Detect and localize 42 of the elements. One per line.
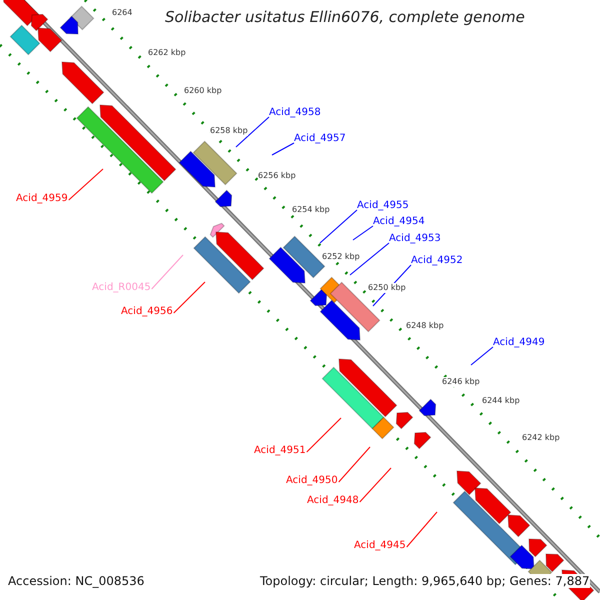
gene-label: Acid_4959: [16, 193, 68, 205]
scale-label: 6258 kbp: [210, 126, 248, 136]
scale-label: 6244 kbp: [482, 396, 520, 406]
scale-label: 6254 kbp: [292, 205, 330, 215]
leader-line: [173, 282, 206, 314]
leader-line: [68, 168, 104, 200]
scale-label: 6248 kbp: [406, 321, 444, 331]
gene-label: Acid_4945: [354, 540, 406, 552]
scale-label: 6256 kbp: [258, 171, 296, 181]
gene-label: Acid_R0045: [92, 282, 151, 294]
footer-text: Topology: circular; Length: 9,965,640 bp; Genes: 7,887: [260, 574, 590, 588]
scale-label: 6246 kbp: [442, 377, 480, 387]
gene-label: Acid_4956: [121, 306, 173, 318]
gene-label: Acid_4958: [269, 107, 321, 119]
footer-text: Accession: NC_008536: [8, 574, 144, 588]
gene-label: Acid_4949: [493, 337, 545, 349]
gene-label: Acid_4948: [307, 495, 359, 507]
gene-label: Acid_4950: [286, 475, 338, 487]
leader-line: [352, 226, 374, 240]
title: Solibacter usitatus Ellin6076, complete genome: [165, 8, 525, 26]
leader-line: [406, 512, 438, 548]
gene-label: Acid_4951: [254, 445, 306, 457]
scale-label: 6262 kbp: [148, 48, 186, 58]
leader-line: [306, 418, 342, 452]
leader-line: [470, 346, 494, 366]
scale-label: 6260 kbp: [184, 86, 222, 96]
scale-label: 6250 kbp: [368, 283, 406, 293]
gene-label: Acid_4955: [357, 200, 409, 212]
gene-label: Acid_4953: [389, 233, 441, 245]
scale-label: 6252 kbp: [322, 252, 360, 262]
leader-line: [236, 116, 270, 148]
leader-line: [359, 468, 392, 502]
leader-line: [272, 142, 294, 156]
leader-line: [151, 254, 184, 290]
gene-label: Acid_4952: [411, 255, 463, 267]
leader-line: [320, 210, 358, 244]
gene-label: Acid_4957: [294, 133, 346, 145]
scale-label: 6264: [112, 8, 132, 18]
leader-line: [338, 446, 370, 482]
scale-label: 6242 kbp: [522, 433, 560, 443]
leader-line: [350, 242, 390, 276]
gene-label: Acid_4954: [373, 216, 425, 228]
